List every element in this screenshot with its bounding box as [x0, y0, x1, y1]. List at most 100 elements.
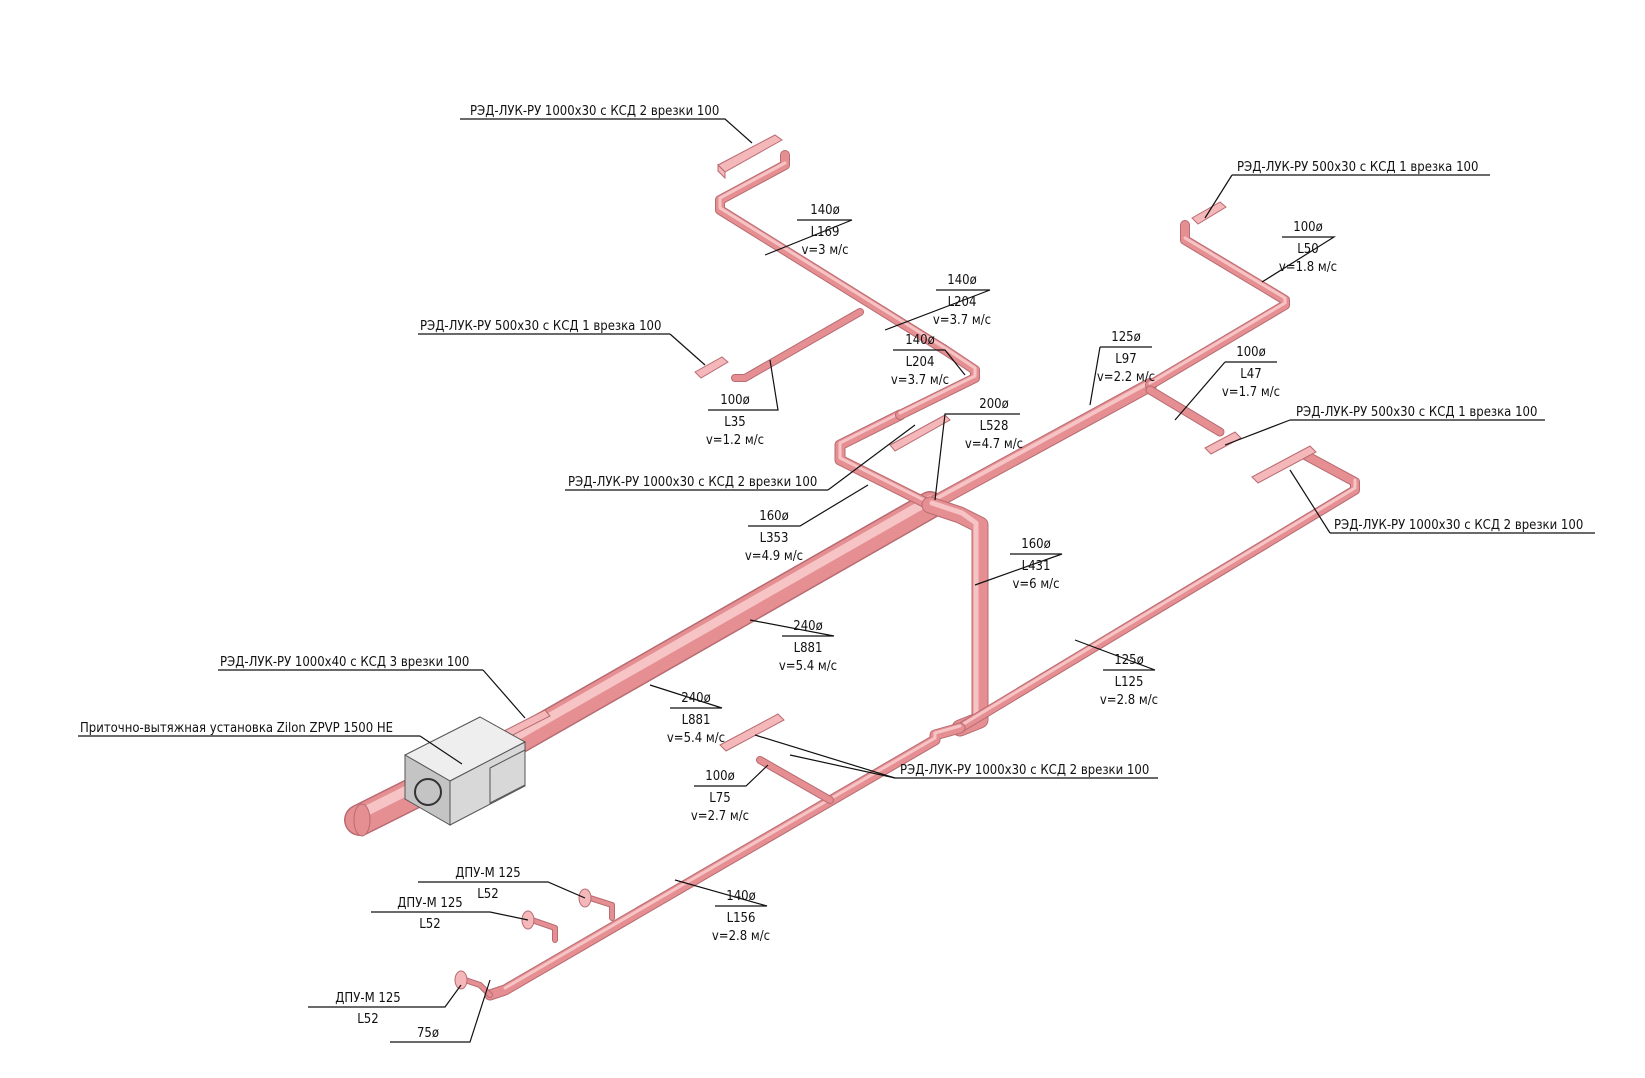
duct-160-l353	[834, 409, 936, 511]
diffuser-f3	[454, 970, 468, 990]
label-d7: РЭД-ЛУК-РУ 1000х40 с КСД 3 врезки 100	[220, 655, 469, 670]
grille-d2	[1191, 201, 1227, 225]
label-s140d: 140ø L156 v=2.8 м/с	[712, 889, 770, 944]
grille-d4	[1204, 431, 1242, 455]
svg-text:ДПУ-М 125: ДПУ-М 125	[455, 866, 520, 881]
svg-text:v=4.9 м/с: v=4.9 м/с	[745, 549, 803, 564]
svg-text:v=2.8 м/с: v=2.8 м/с	[1100, 693, 1158, 708]
svg-text:v=2.8 м/с: v=2.8 м/с	[712, 929, 770, 944]
label-s100a: 100ø L35 v=1.2 м/с	[706, 393, 764, 448]
duct-network	[344, 150, 1360, 1001]
label-d6: РЭД-ЛУК-РУ 1000х30 с КСД 2 врезки 100	[1334, 518, 1583, 533]
label-s200: 200ø L528 v=4.7 м/с	[965, 397, 1023, 452]
svg-text:L528: L528	[980, 419, 1009, 434]
label-75: 75ø	[417, 1026, 439, 1041]
duct-100-l35	[731, 308, 864, 382]
segment-labels: 140ø L169 v=3 м/с 140ø L204 v=3.7 м/с 14…	[667, 203, 1337, 944]
duct-160-l431	[921, 496, 989, 737]
leader-lines	[78, 118, 1595, 1043]
svg-text:v=3.7 м/с: v=3.7 м/с	[933, 313, 991, 328]
unit-outlet-circle	[414, 778, 442, 806]
svg-text:L125: L125	[1115, 675, 1144, 690]
svg-text:L52: L52	[419, 917, 440, 932]
svg-text:125ø: 125ø	[1111, 330, 1140, 345]
svg-text:L204: L204	[906, 355, 935, 370]
grilles	[454, 134, 1317, 990]
label-f3: ДПУ-М 125 L52	[335, 991, 400, 1027]
label-s160b: 160ø L431 v=6 м/с	[1012, 537, 1059, 592]
svg-text:L204: L204	[948, 295, 977, 310]
svg-text:L881: L881	[794, 641, 823, 656]
label-s100c: 100ø L47 v=1.7 м/с	[1222, 345, 1280, 400]
svg-text:160ø: 160ø	[759, 509, 788, 524]
label-s240b: 240ø L881 v=5.4 м/с	[667, 691, 725, 746]
svg-text:L156: L156	[727, 911, 756, 926]
svg-text:L52: L52	[477, 887, 498, 902]
label-d1: РЭД-ЛУК-РУ 1000х30 с КСД 2 врезки 100	[470, 104, 719, 119]
label-d8: Приточно-вытяжная установка Zilon ZPVP 1…	[80, 721, 393, 736]
label-d4: РЭД-ЛУК-РУ 500х30 с КСД 1 врезка 100	[1296, 405, 1537, 420]
label-s140c: 140ø L204 v=3.7 м/с	[891, 333, 949, 388]
svg-text:240ø: 240ø	[793, 619, 822, 634]
label-f2: ДПУ-М 125 L52	[397, 896, 462, 932]
svg-text:L35: L35	[724, 415, 745, 430]
svg-text:v=1.7 м/с: v=1.7 м/с	[1222, 385, 1280, 400]
label-s100b: 100ø L50 v=1.8 м/с	[1279, 220, 1337, 275]
device-labels: РЭД-ЛУК-РУ 1000х30 с КСД 2 врезки 100 РЭ…	[80, 104, 1583, 778]
svg-text:100ø: 100ø	[720, 393, 749, 408]
svg-text:200ø: 200ø	[979, 397, 1008, 412]
svg-text:140ø: 140ø	[810, 203, 839, 218]
svg-text:L97: L97	[1115, 352, 1136, 367]
duct-140-top	[715, 150, 980, 420]
duct-main-240	[496, 491, 944, 759]
svg-text:L75: L75	[709, 791, 730, 806]
label-s125a: 125ø L97 v=2.2 м/с	[1097, 330, 1155, 385]
svg-text:v=2.2 м/с: v=2.2 м/с	[1097, 370, 1155, 385]
duct-100-l47	[1145, 385, 1225, 437]
label-d3: РЭД-ЛУК-РУ 500х30 с КСД 1 врезка 100	[420, 319, 661, 334]
svg-text:240ø: 240ø	[681, 691, 710, 706]
duct-200	[923, 378, 1157, 512]
duct-100-l75	[756, 756, 834, 804]
air-handling-unit	[403, 716, 527, 826]
svg-text:v=1.8 м/с: v=1.8 м/с	[1279, 260, 1337, 275]
svg-text:100ø: 100ø	[1293, 220, 1322, 235]
label-d9: РЭД-ЛУК-РУ 1000х30 с КСД 2 врезки 100	[900, 763, 1149, 778]
svg-text:L353: L353	[760, 531, 789, 546]
duct-140-lower	[484, 722, 966, 1001]
grille-d1-front	[717, 163, 726, 180]
svg-text:100ø: 100ø	[1236, 345, 1265, 360]
label-d5: РЭД-ЛУК-РУ 1000х30 с КСД 2 врезки 100	[568, 475, 817, 490]
label-f1: ДПУ-М 125 L52	[455, 866, 520, 902]
svg-text:ДПУ-М 125: ДПУ-М 125	[335, 991, 400, 1006]
svg-text:v=3.7 м/с: v=3.7 м/с	[891, 373, 949, 388]
svg-text:140ø: 140ø	[726, 889, 755, 904]
label-s160a: 160ø L353 v=4.9 м/с	[745, 509, 803, 564]
svg-text:L52: L52	[357, 1012, 378, 1027]
svg-text:125ø: 125ø	[1114, 653, 1143, 668]
svg-text:L431: L431	[1022, 559, 1051, 574]
label-s125b: 125ø L125 v=2.8 м/с	[1100, 653, 1158, 708]
svg-text:100ø: 100ø	[705, 769, 734, 784]
svg-text:v=5.4 м/с: v=5.4 м/с	[667, 731, 725, 746]
grille-d5	[889, 414, 951, 452]
svg-text:140ø: 140ø	[947, 273, 976, 288]
svg-text:L169: L169	[811, 225, 840, 240]
svg-text:v=4.7 м/с: v=4.7 м/с	[965, 437, 1023, 452]
duct-125-upper	[1145, 220, 1290, 390]
svg-text:L881: L881	[682, 713, 711, 728]
label-s240a: 240ø L881 v=5.4 м/с	[779, 619, 837, 674]
svg-text:v=1.2 м/с: v=1.2 м/с	[706, 433, 764, 448]
label-s100d: 100ø L75 v=2.7 м/с	[691, 769, 749, 824]
label-d2: РЭД-ЛУК-РУ 500х30 с КСД 1 врезка 100	[1237, 160, 1478, 175]
svg-text:L50: L50	[1297, 242, 1318, 257]
svg-text:160ø: 160ø	[1021, 537, 1050, 552]
grille-d6	[1251, 445, 1317, 484]
svg-text:v=6 м/с: v=6 м/с	[1012, 577, 1059, 592]
svg-text:140ø: 140ø	[905, 333, 934, 348]
label-s140b: 140ø L204 v=3.7 м/с	[933, 273, 991, 328]
grille-d3	[694, 356, 729, 379]
label-s140a: 140ø L169 v=3 м/с	[801, 203, 848, 258]
svg-text:v=5.4 м/с: v=5.4 м/с	[779, 659, 837, 674]
